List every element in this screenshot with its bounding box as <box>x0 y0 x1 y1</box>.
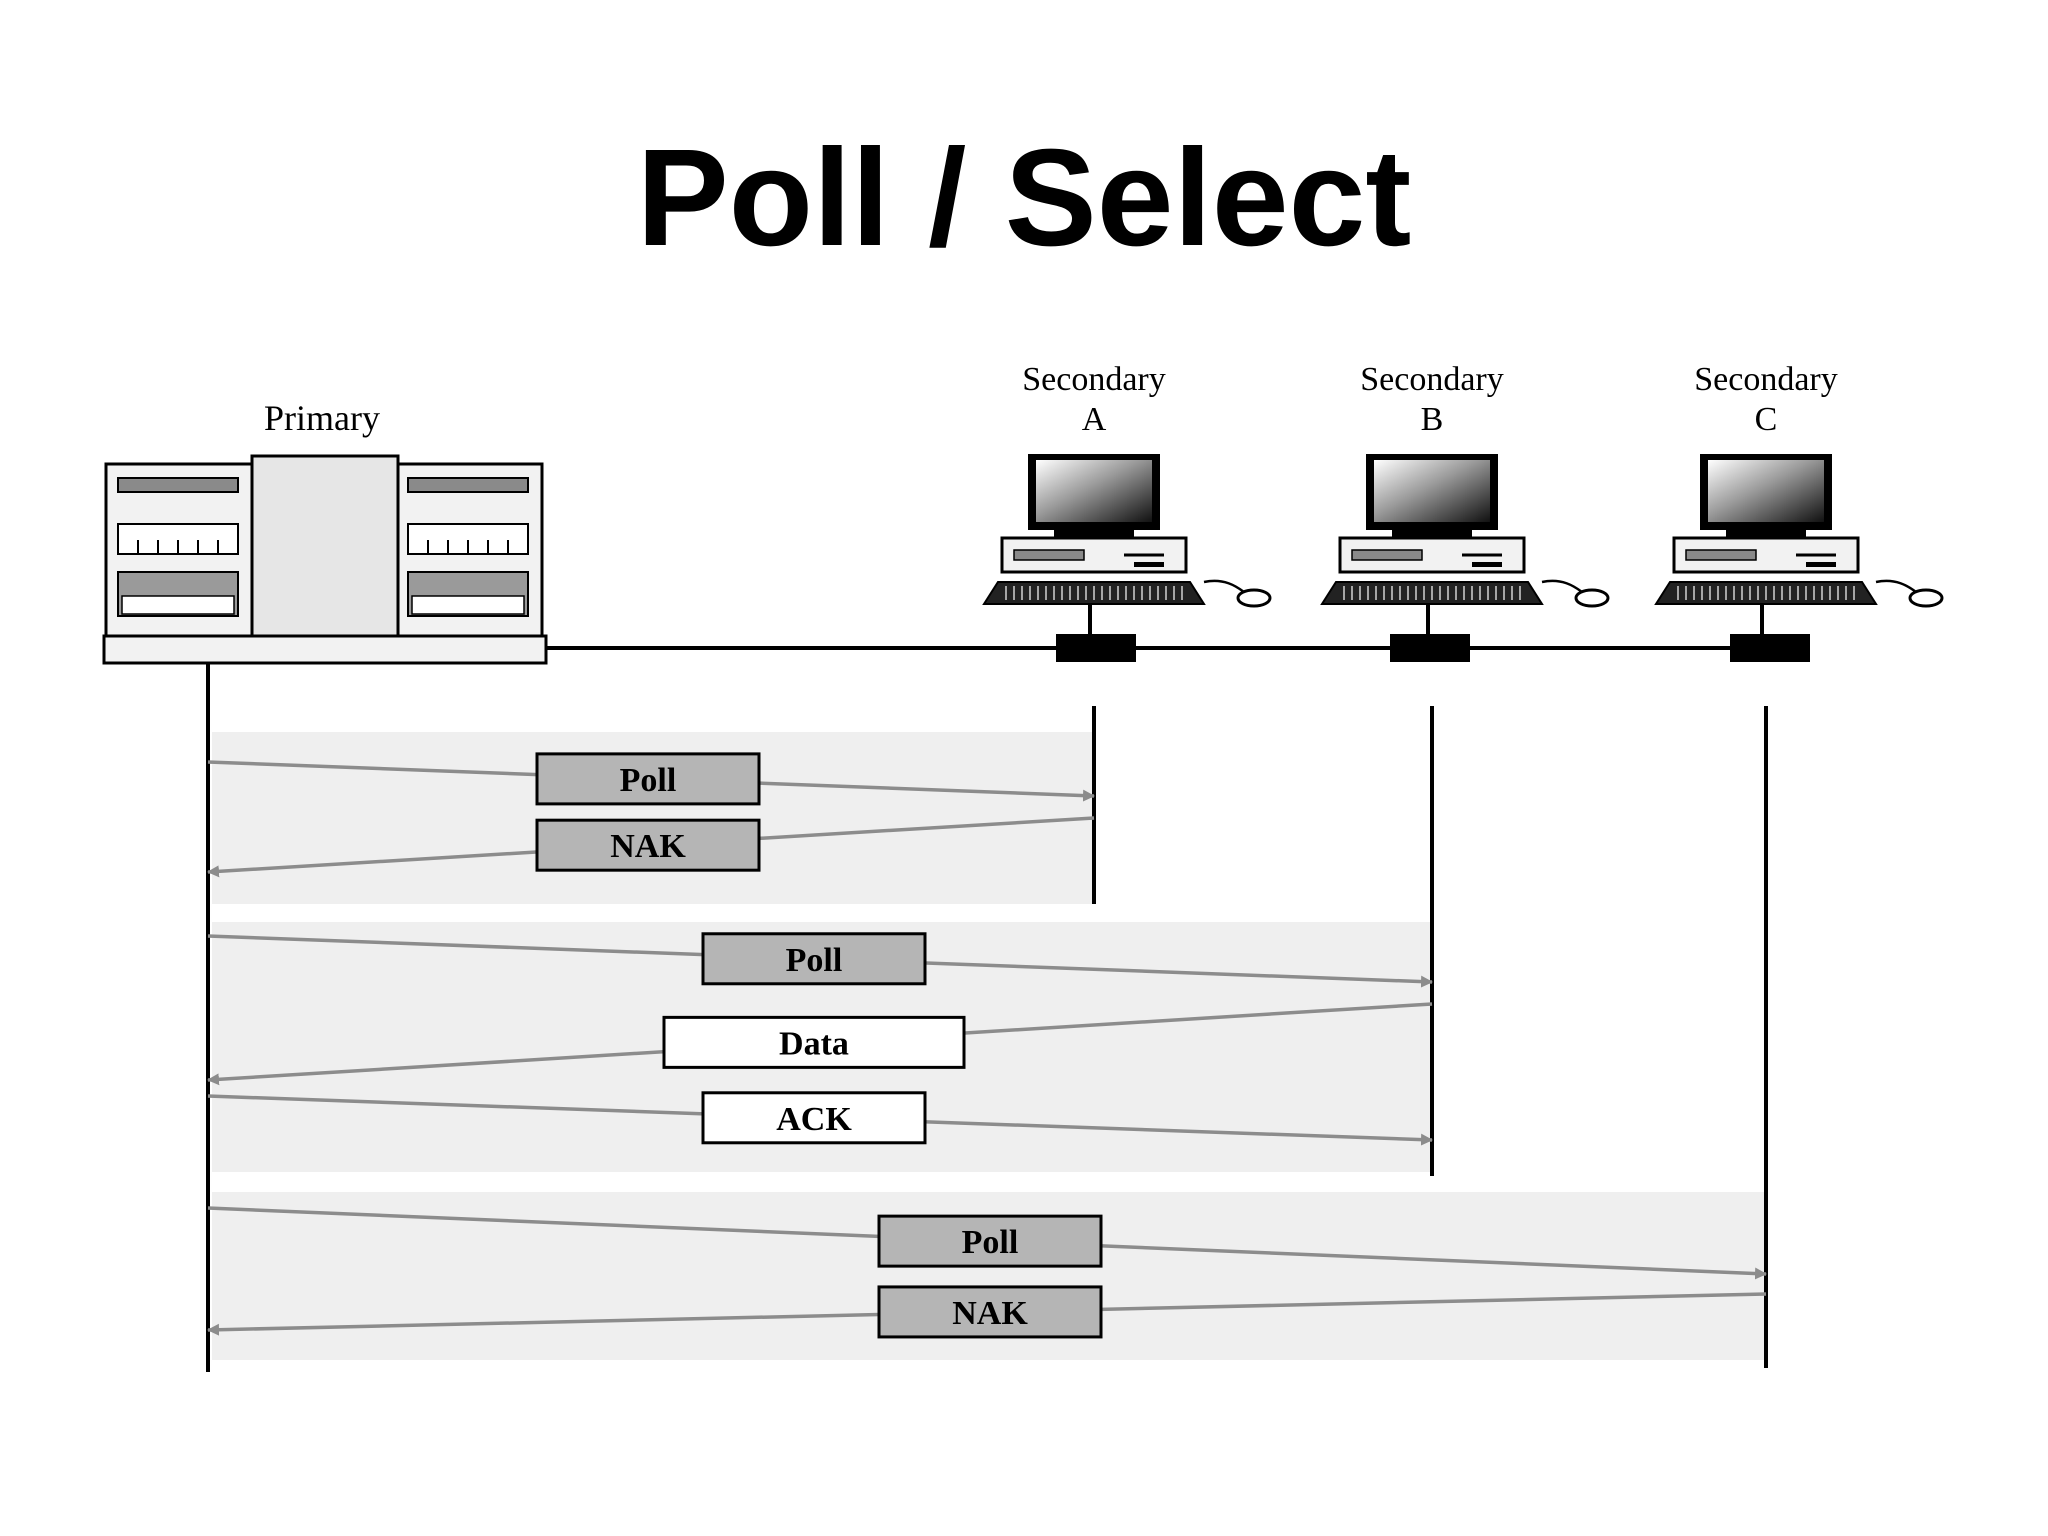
message-box <box>877 1214 1103 1268</box>
message-c-nak: NAK <box>207 1285 1767 1339</box>
message-box <box>535 818 761 872</box>
secondary-c-connector <box>1730 634 1810 662</box>
secondary-b-letter: B <box>1421 401 1444 438</box>
secondary-a-connector <box>1056 634 1136 662</box>
primary-mainframe: Primary <box>102 398 548 665</box>
message-box <box>701 932 927 986</box>
message-label: NAK <box>952 1295 1028 1332</box>
message-b-ack: ACK <box>207 1091 1433 1146</box>
message-label: NAK <box>610 828 686 865</box>
message-b-data: Data <box>207 1002 1433 1086</box>
secondary-c-label: Secondary <box>1694 361 1838 398</box>
message-a-nak: NAK <box>207 816 1095 878</box>
message-a-poll: Poll <box>207 752 1095 806</box>
secondary-a-label: Secondary <box>1022 361 1166 398</box>
message-box <box>662 1015 966 1069</box>
secondary-a-letter: A <box>1082 401 1107 438</box>
computer-icon <box>982 454 1272 640</box>
message-c-poll: Poll <box>207 1206 1767 1280</box>
secondary-b-connector <box>1390 634 1470 662</box>
message-label: ACK <box>776 1101 852 1138</box>
primary-label: Primary <box>264 398 380 438</box>
message-box <box>877 1285 1103 1339</box>
secondary-c-letter: C <box>1755 401 1778 438</box>
message-label: Poll <box>962 1224 1019 1261</box>
computer-icon <box>1320 454 1610 640</box>
message-label: Poll <box>786 942 843 979</box>
message-box <box>535 752 761 806</box>
message-label: Data <box>779 1025 849 1062</box>
slide-title: Poll / Select <box>636 121 1412 275</box>
computer-icon <box>1654 454 1944 640</box>
message-box <box>701 1091 927 1145</box>
message-b-poll: Poll <box>207 932 1433 988</box>
secondary-b-label: Secondary <box>1360 361 1504 398</box>
message-label: Poll <box>620 762 677 799</box>
